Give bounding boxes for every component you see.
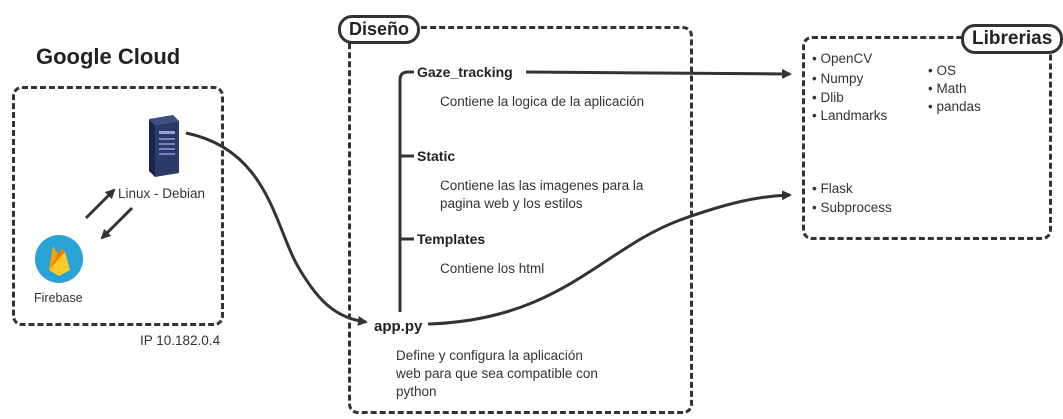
gaze-tracking-label: Gaze_tracking (417, 64, 513, 80)
ip-label: IP 10.182.0.4 (140, 333, 221, 348)
templates-label: Templates (417, 231, 486, 247)
librerias-title: Librerias (961, 24, 1063, 54)
server-icon (149, 115, 179, 177)
lib-opencv: • OpenCV (812, 51, 873, 66)
lib-os: • OS (928, 63, 956, 78)
app-desc-1: Define y configura la aplicación (396, 348, 583, 363)
lib-math: • Math (928, 81, 967, 96)
lib-landmarks: • Landmarks (812, 108, 888, 123)
lib-subprocess: • Subprocess (812, 200, 892, 215)
arrow-up-to-server (84, 188, 116, 220)
firebase-icon (35, 235, 83, 283)
static-desc-1: Contiene las las imagenes para la (440, 178, 644, 193)
lib-flask: • Flask (812, 181, 853, 196)
lib-dlib: • Dlib (812, 90, 844, 105)
arrow-down-to-firebase (100, 206, 134, 240)
server-label: Linux - Debian (118, 186, 206, 201)
templates-desc: Contiene los html (440, 261, 545, 276)
static-label: Static (417, 148, 456, 164)
arrow-app-to-flask (427, 190, 792, 326)
app-desc-3: python (396, 384, 437, 399)
gaze-tracking-desc: Contiene la logica de la aplicación (440, 94, 645, 109)
app-py-label: app.py (374, 318, 423, 335)
google-cloud-box (12, 86, 224, 326)
diseno-box (348, 26, 693, 414)
librerias-box (802, 36, 1052, 240)
google-cloud-title: Google Cloud (36, 44, 181, 69)
lib-pandas: • pandas (928, 99, 981, 114)
arrow-server-to-app (185, 131, 368, 326)
app-desc-2: web para que sea compatible con (396, 366, 598, 381)
static-desc-2: pagina web y los estilos (440, 196, 583, 211)
firebase-label: Firebase (34, 291, 83, 305)
lib-numpy: • Numpy (812, 71, 864, 86)
tree-bracket (398, 70, 414, 312)
arrow-gaze-to-libs (525, 68, 792, 79)
diseno-title: Diseño (338, 15, 421, 44)
